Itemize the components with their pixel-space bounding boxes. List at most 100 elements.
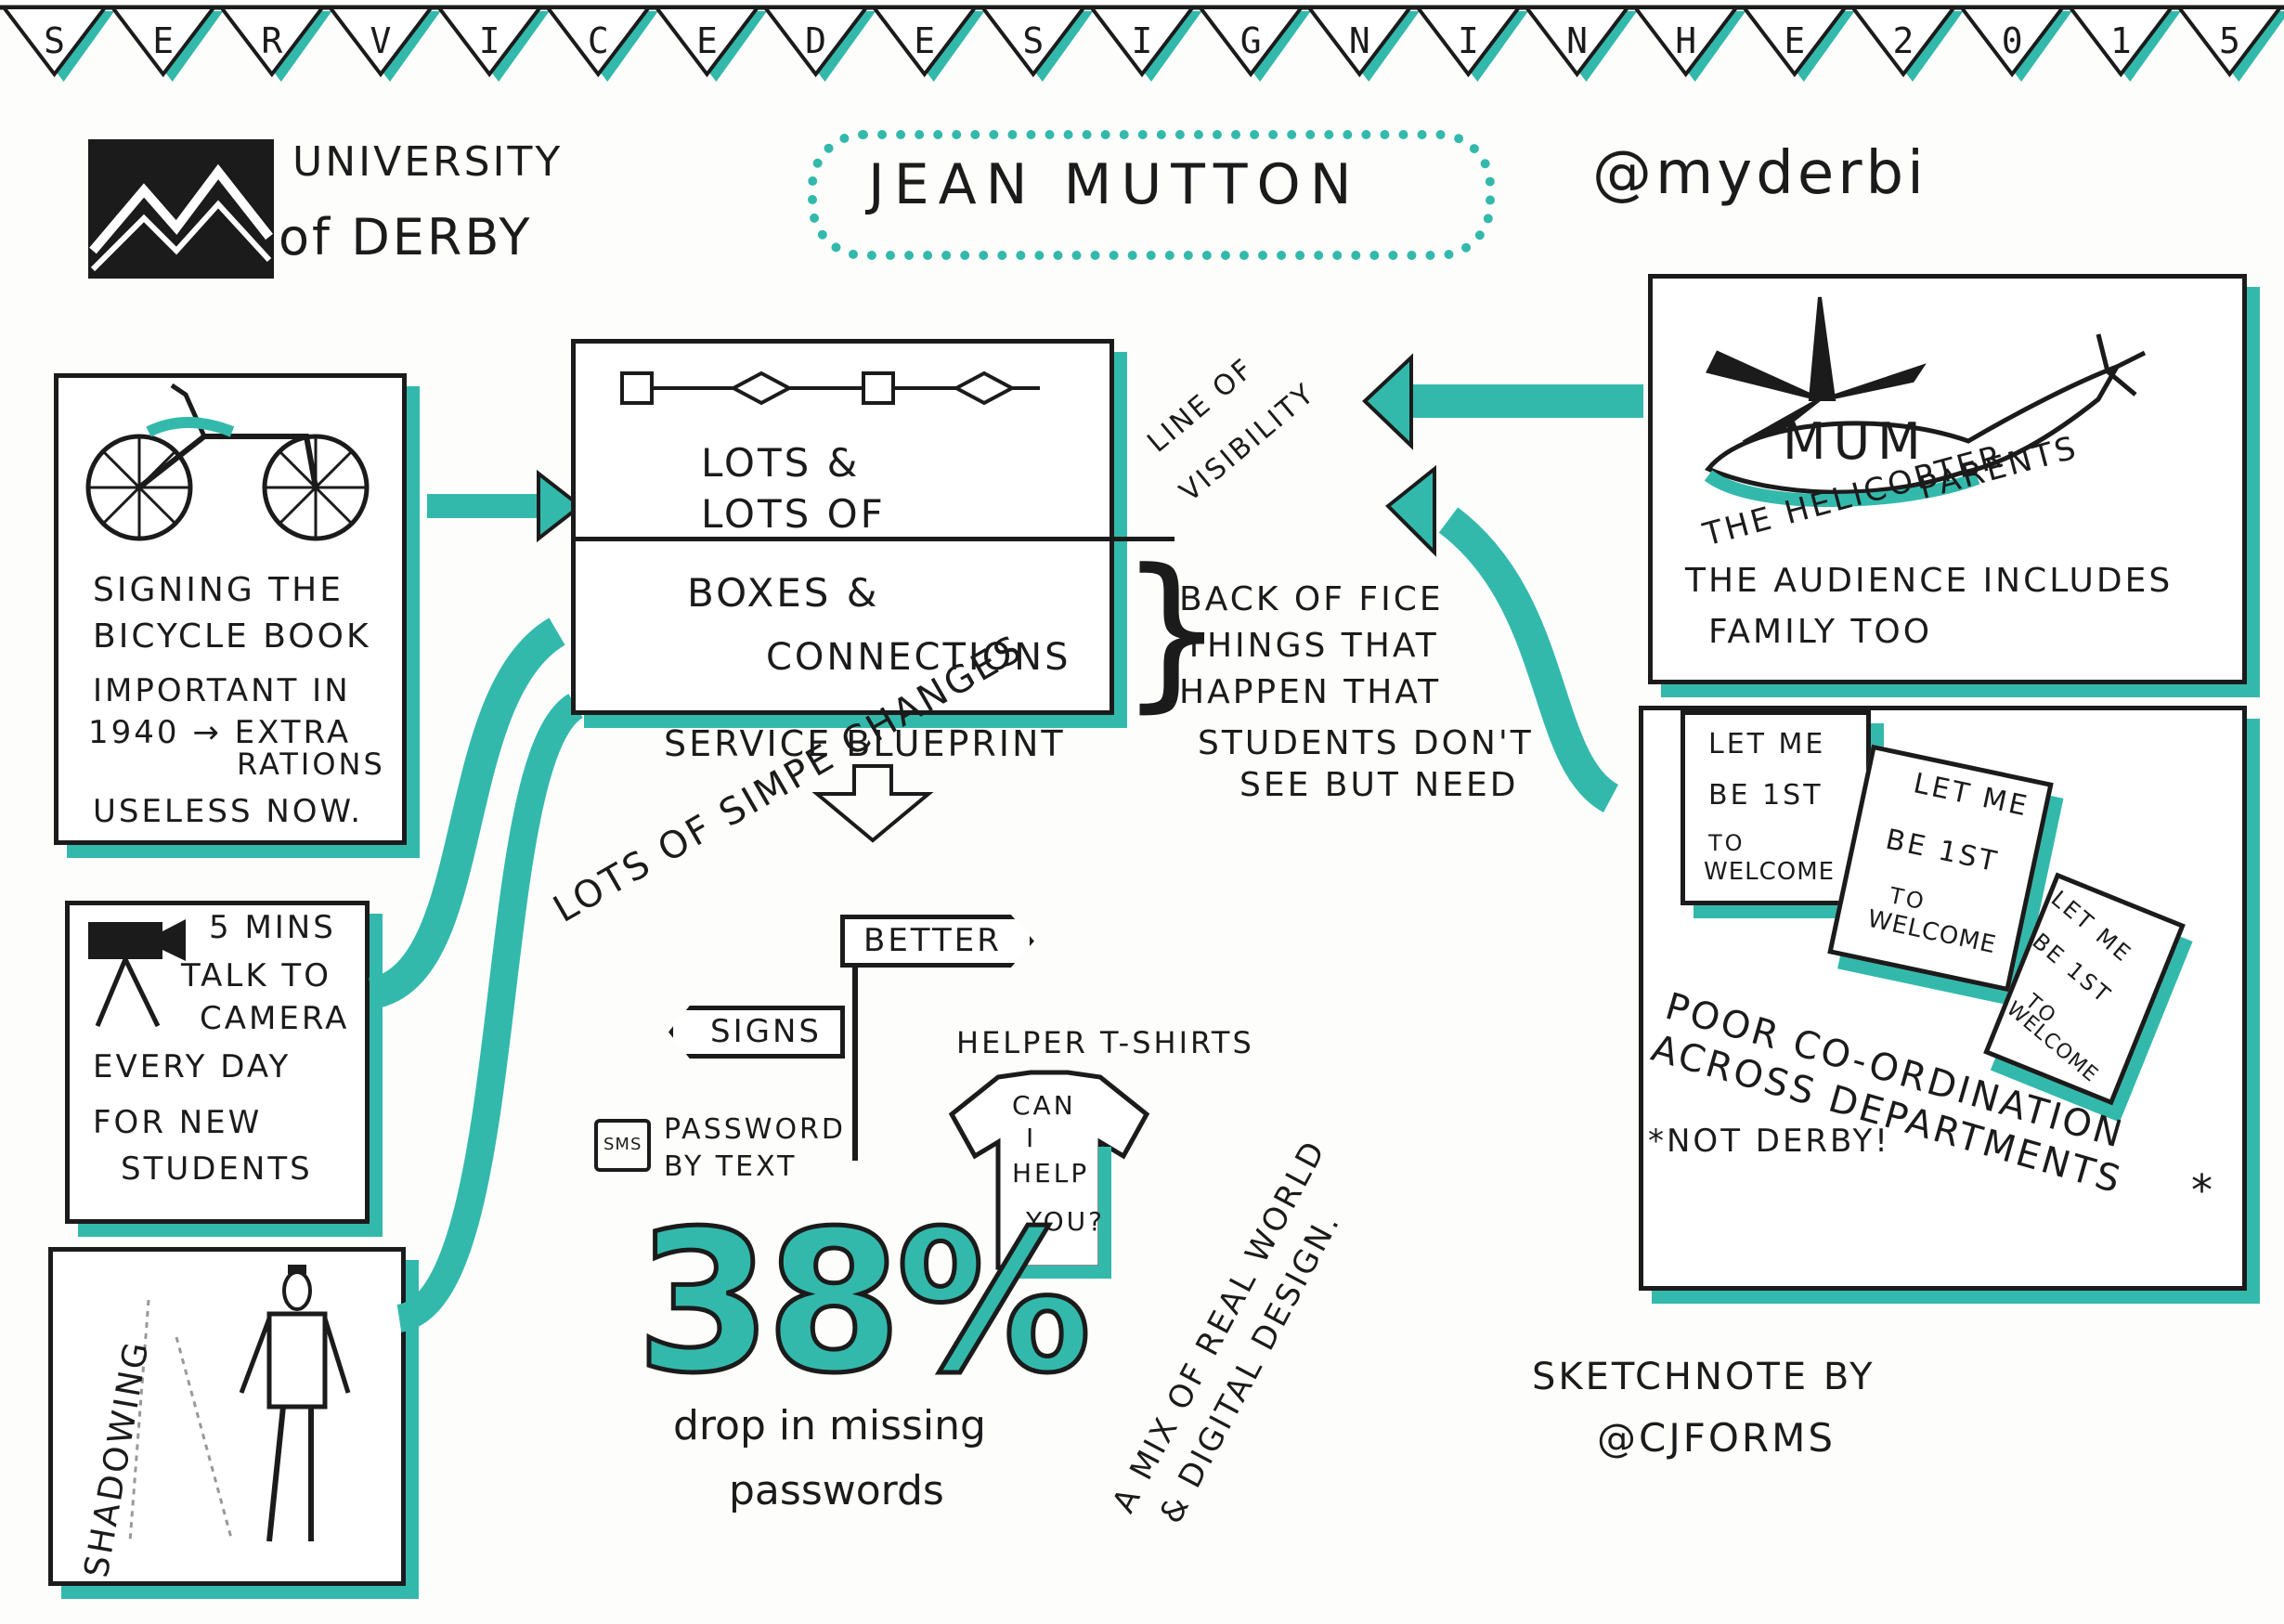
blueprint-flow (620, 370, 1040, 406)
speaker-badge (808, 130, 1495, 260)
bunting-letter: E (152, 20, 175, 61)
university-name-line1: UNIVERSITY (292, 138, 564, 186)
bunting-letter: 5 (2218, 20, 2240, 61)
card1-line1: LET ME (1708, 728, 1826, 760)
bunting-flag (326, 6, 435, 78)
bunting-flag (435, 6, 544, 78)
bunting-letter: S (1022, 20, 1045, 61)
bunting-letter: E (1784, 20, 1806, 61)
bunting-flag (543, 6, 653, 78)
back-office-line5: SEE BUT NEED (1239, 766, 1519, 804)
helicopter-icon (1704, 296, 2147, 507)
bunting-flag (2174, 6, 2284, 78)
line-of-visibility (571, 537, 1174, 541)
camera-line6: STUDENTS (121, 1150, 313, 1188)
back-office-line2: THINGS THAT (1184, 627, 1439, 665)
bunting-flag (652, 6, 762, 78)
bicycle-icon (85, 383, 370, 541)
shadowing-box (48, 1247, 406, 1586)
bunting-flag (1849, 6, 1958, 78)
university-logo (88, 139, 274, 279)
bunting-flag (2066, 6, 2175, 78)
bunting-letter: 0 (2001, 20, 2023, 61)
bunting-flag (0, 6, 110, 78)
blueprint-top-line2: LOTS OF (701, 491, 886, 537)
sign-better: BETTER (840, 915, 1034, 968)
bunting-flag (1631, 6, 1741, 78)
bunting-letter: R (261, 20, 283, 61)
bunting-letter: G (1239, 20, 1262, 61)
down-arrow (811, 764, 934, 843)
card1-line2: BE 1ST (1708, 779, 1823, 812)
bicycle-line5: RATIONS (237, 747, 385, 782)
camera-line3: CAMERA (200, 1000, 350, 1037)
tshirt-line1: CAN (1012, 1090, 1076, 1121)
bunting-letter: N (1348, 20, 1370, 61)
camera-line4: EVERY DAY (93, 1048, 292, 1085)
welcome-card-1 (1681, 710, 1871, 905)
bunting-letter: I (478, 20, 500, 61)
card1-line3: TO (1708, 830, 1745, 856)
tshirt-line2: I (1026, 1123, 1037, 1153)
person-figure (239, 1265, 351, 1542)
bunting-letter: E (914, 20, 936, 61)
blueprint-bottom-line2: CONNECTIONS (766, 636, 1071, 679)
bunting-flag (1413, 6, 1524, 78)
credit-line2: @CJFORMS (1597, 1415, 1836, 1461)
speaker-name: JEAN MUTTON (868, 152, 1361, 217)
bunting-flag (1087, 6, 1197, 78)
tshirt-icon (948, 1070, 1150, 1279)
password-line2: BY TEXT (664, 1150, 798, 1183)
back-office-line3: HAPPEN THAT (1179, 673, 1442, 711)
card1-line4: WELCOME (1704, 858, 1836, 886)
blueprint-bottom-line1: BOXES & (687, 570, 880, 616)
bunting-letter: C (587, 20, 609, 61)
signpost-pole (852, 915, 858, 1161)
bunting-flag (760, 6, 871, 78)
bunting-letter: H (1675, 20, 1697, 61)
stat-caption-line2: passwords (729, 1467, 944, 1514)
camera-line1: 5 MINS (209, 909, 336, 946)
bunting-flag (1304, 6, 1414, 78)
sign-signs: SIGNS (668, 1006, 845, 1059)
helicopter-mum: MUM (1783, 412, 1928, 471)
bicycle-line1: SIGNING THE (93, 571, 344, 609)
bunting-flag (1522, 6, 1632, 78)
footnote-star: * (2191, 1165, 2213, 1215)
back-office-line1: BACK OF FICE (1179, 580, 1444, 618)
tshirt-line3: HELP (1012, 1158, 1090, 1189)
bunting-letter: V (370, 20, 392, 61)
credit-line1: SKETCHNOTE BY (1532, 1356, 1875, 1398)
not-derby-note: *NOT DERBY! (1648, 1123, 1890, 1160)
bunting-letter: 2 (1892, 20, 1914, 61)
camera-line2: TALK TO (181, 957, 331, 994)
blueprint-top-line1: LOTS & (701, 440, 861, 486)
bunting-flag (109, 6, 218, 78)
stat-caption-line1: drop in missing (673, 1402, 986, 1449)
back-office-brace: } (1119, 534, 1226, 728)
bicycle-line4: 1940 → EXTRA (88, 714, 352, 751)
bicycle-line2: BICYCLE BOOK (93, 617, 371, 656)
blueprint-caption: SERVICE BLUEPRINT (664, 723, 1066, 764)
sms-icon: SMS (594, 1119, 652, 1172)
back-office-line4: STUDENTS DON'T (1198, 724, 1534, 762)
bunting-letter: E (695, 20, 718, 61)
stat-38-percent: 38% (634, 1187, 1095, 1419)
bunting-letter: I (1131, 20, 1153, 61)
service-blueprint-box (571, 339, 1114, 715)
path-lines (128, 1299, 234, 1542)
bunting-letter: 1 (2109, 20, 2132, 61)
audience-line2: FAMILY TOO (1708, 613, 1933, 651)
speaker-handle: @myderbi (1592, 139, 1927, 208)
bunting-flag (870, 6, 980, 78)
bunting-flag (217, 6, 327, 78)
bunting-flag (1196, 6, 1305, 78)
bunting-flag (1957, 6, 2067, 78)
audience-line1: THE AUDIENCE INCLUDES (1685, 562, 2174, 600)
helper-label: HELPER T-SHIRTS (956, 1025, 1254, 1060)
camera-line5: FOR NEW (93, 1104, 263, 1141)
bunting-letter: D (805, 20, 826, 61)
camera-icon (88, 919, 186, 1028)
bicycle-line3: IMPORTANT IN (93, 672, 351, 709)
bunting-letter: N (1566, 20, 1588, 61)
